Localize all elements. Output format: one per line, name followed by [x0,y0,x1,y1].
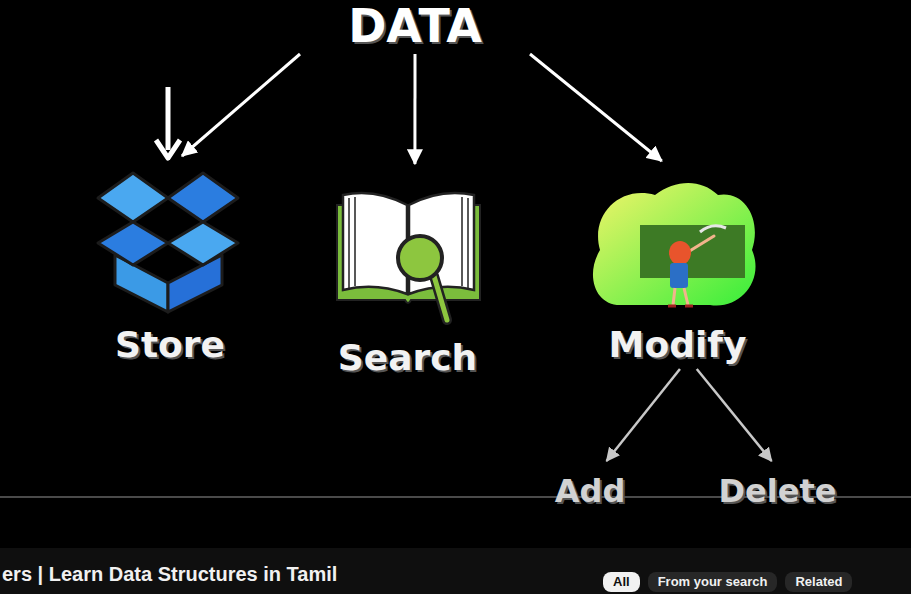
girl-hair [669,241,691,265]
video-title: ers | Learn Data Structures in Tamil [2,562,337,586]
chalkboard [640,225,745,278]
book-page [343,193,407,294]
store-node: Store [90,160,250,365]
delete-node: Delete [711,465,845,510]
page-edges [349,197,468,288]
dropbox-icon [98,173,238,312]
node-label: Search [338,337,477,378]
arrow-head [156,140,180,158]
filter-chip: Related [785,572,852,592]
magnifier-lens [398,236,442,280]
filter-chip: From your search [648,572,778,592]
modify-icon [593,183,756,306]
magnifier-handle [434,276,447,320]
filter-chip: All [603,572,640,592]
bottom-bar [0,548,911,594]
arrow-connector [413,54,416,164]
box-face [115,255,168,312]
girl-legs [673,288,688,305]
arrow-connector [530,54,662,161]
node-label: DATA [348,0,482,53]
root-node: DATA [290,0,540,50]
box-flap [168,222,238,265]
girl-dress [670,263,688,288]
arrow-connector [697,369,772,461]
box-face [168,255,222,312]
girl-shoes [668,305,693,308]
green-blob [593,183,756,306]
chip-row: All From your search Related [603,572,852,592]
node-label: Store [115,324,225,365]
node-label: Add [555,473,626,510]
modify-node: Modify [590,165,765,365]
box-flap [98,173,168,222]
down-arrow [166,87,171,150]
magnifier-handle [434,276,447,320]
box-flap [98,222,168,265]
girl-arm [688,236,714,252]
arrow-connector [182,54,300,156]
arrow-connector [607,369,680,461]
box-flap [168,173,238,222]
node-label: Modify [609,324,747,365]
chalk-stroke [700,226,726,232]
search-node: Search [325,168,490,378]
node-label: Delete [719,473,837,510]
add-node: Add [547,465,634,510]
book-icon [337,193,480,320]
